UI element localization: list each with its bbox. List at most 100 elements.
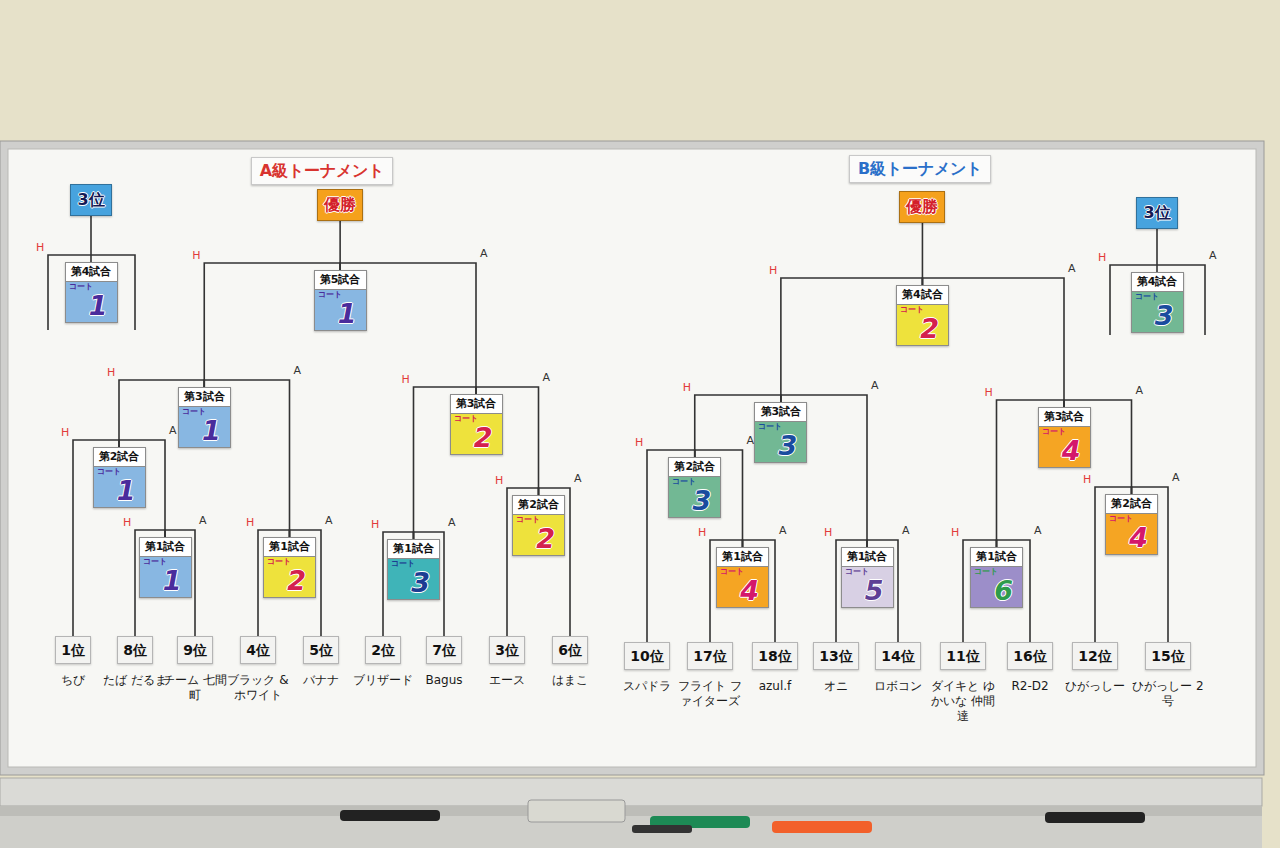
court-word: コート — [971, 567, 1022, 577]
seed-tag: 6位 — [552, 636, 588, 664]
home-away-mark: A — [480, 248, 488, 260]
seed-entry: 15位ひがっしー 2号 — [1131, 642, 1205, 709]
court-plate: コート2 — [264, 556, 315, 597]
seed-tag: 5位 — [303, 636, 339, 664]
team-name: チーム 七間町 — [158, 673, 232, 703]
match-card: 第4試合コート2 — [896, 285, 949, 346]
rank-tag: 優勝 — [899, 191, 945, 223]
court-number: 4 — [1106, 524, 1157, 552]
court-number: 6 — [971, 577, 1022, 605]
board-surface — [8, 149, 1256, 767]
match-card: 第2試合コート3 — [668, 457, 721, 518]
seed-tag: 8位 — [117, 636, 153, 664]
black-marker — [1045, 812, 1145, 823]
seed-entry: 18位azul.f — [738, 642, 812, 694]
seed-tag: 11位 — [940, 642, 985, 670]
court-word: コート — [451, 414, 502, 424]
seed-entry: 12位ひがっしー — [1058, 642, 1132, 694]
team-name: オニ — [799, 679, 873, 694]
match-card: 第4試合コート3 — [1131, 272, 1184, 333]
court-word: コート — [717, 567, 768, 577]
home-away-mark: H — [402, 374, 410, 386]
home-away-mark: H — [61, 427, 69, 439]
match-card: 第3試合コート4 — [1038, 407, 1091, 468]
rank-text: 3位 — [1143, 203, 1170, 223]
home-away-mark: A — [1034, 525, 1042, 537]
court-word: コート — [1039, 427, 1090, 437]
match-card: 第1試合コート3 — [387, 539, 440, 600]
match-card: 第1試合コート5 — [841, 547, 894, 608]
court-plate: コート1 — [140, 556, 191, 597]
court-plate: コート4 — [1039, 426, 1090, 467]
team-name: azul.f — [738, 679, 812, 694]
seed-tag: 9位 — [177, 636, 213, 664]
seed-entry: 2位ブリザード — [346, 636, 420, 688]
court-number: 3 — [1132, 302, 1183, 330]
court-number: 3 — [755, 432, 806, 460]
match-card: 第1試合コート4 — [716, 547, 769, 608]
court-number: 2 — [451, 424, 502, 452]
match-card: 第2試合コート2 — [512, 495, 565, 556]
team-name: エース — [470, 673, 544, 688]
team-name: ちび — [36, 673, 110, 688]
home-away-mark: A — [543, 372, 551, 384]
match-label: 第1試合 — [388, 540, 439, 558]
court-plate: コート6 — [971, 566, 1022, 607]
court-plate: コート3 — [388, 558, 439, 599]
match-label: 第1試合 — [717, 548, 768, 566]
court-word: コート — [1132, 292, 1183, 302]
court-word: コート — [315, 290, 366, 300]
match-label: 第2試合 — [669, 458, 720, 476]
home-away-mark: H — [1098, 252, 1106, 264]
seed-entry: 16位R2-D2 — [993, 642, 1067, 694]
match-card: 第2試合コート1 — [93, 447, 146, 508]
home-away-mark: A — [1172, 472, 1180, 484]
bracket-line — [922, 223, 924, 285]
home-away-mark: A — [871, 380, 879, 392]
match-card: 第2試合コート4 — [1105, 494, 1158, 555]
third-place-bracket — [48, 255, 135, 330]
home-away-mark: H — [36, 242, 44, 254]
home-away-mark: H — [1083, 474, 1091, 486]
seed-entry: 1位ちび — [36, 636, 110, 688]
court-plate: コート3 — [669, 476, 720, 517]
third-place-bracket — [1110, 265, 1205, 335]
home-away-mark: H — [123, 517, 131, 529]
match-card: 第4試合コート1 — [65, 262, 118, 323]
black-marker — [340, 810, 440, 821]
match-card: 第1試合コート6 — [970, 547, 1023, 608]
seed-entry: 3位エース — [470, 636, 544, 688]
court-plate: コート1 — [179, 406, 230, 447]
home-away-mark: H — [985, 387, 993, 399]
seed-tag: 12位 — [1072, 642, 1117, 670]
court-plate: コート3 — [755, 421, 806, 462]
court-word: コート — [94, 467, 145, 477]
home-away-mark: H — [371, 519, 379, 531]
court-number: 4 — [717, 577, 768, 605]
seed-tag: 17位 — [687, 642, 732, 670]
team-name: R2-D2 — [993, 679, 1067, 694]
match-card: 第3試合コート3 — [754, 402, 807, 463]
seed-entry: 7位Bagus — [407, 636, 481, 688]
seed-entry: 13位オニ — [799, 642, 873, 694]
home-away-mark: A — [1136, 385, 1144, 397]
court-plate: コート1 — [94, 466, 145, 507]
match-label: 第5試合 — [315, 271, 366, 289]
seed-tag: 1位 — [55, 636, 91, 664]
court-number: 1 — [66, 292, 117, 320]
eraser — [528, 800, 625, 822]
title-text: A級トーナメント — [260, 161, 384, 181]
home-away-mark: A — [169, 425, 177, 437]
rank-text: 3位 — [77, 190, 104, 210]
court-word: コート — [140, 557, 191, 567]
court-word: コート — [1106, 514, 1157, 524]
home-away-mark: A — [325, 515, 333, 527]
court-number: 5 — [842, 577, 893, 605]
court-number: 1 — [179, 417, 230, 445]
home-away-mark: H — [769, 265, 777, 277]
match-label: 第1試合 — [842, 548, 893, 566]
team-name: ひがっしー 2号 — [1131, 679, 1205, 709]
home-away-mark: A — [574, 473, 582, 485]
